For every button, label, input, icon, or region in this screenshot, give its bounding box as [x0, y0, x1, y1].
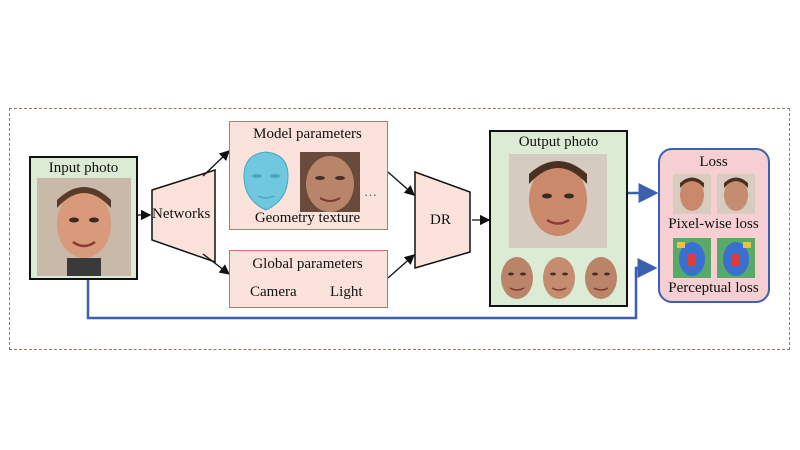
output-face-render-left	[501, 257, 533, 299]
dr-label: DR	[430, 212, 451, 228]
loss-box: Loss Pixel-wise loss Perceptual loss	[658, 148, 770, 303]
light-label: Light	[330, 284, 363, 300]
output-face-image	[509, 154, 607, 248]
input-photo-box: Input photo	[29, 156, 138, 280]
pixel-wise-loss-label: Pixel-wise loss	[668, 216, 759, 232]
arrow-global-to-dr	[387, 254, 415, 279]
input-photo-title: Input photo	[48, 160, 119, 176]
output-photo-title: Output photo	[518, 134, 599, 150]
dashed-frame	[9, 108, 790, 350]
arrow-model-to-dr	[387, 171, 415, 196]
perceptual-loss-map-1	[673, 238, 711, 278]
model-parameters-subtitle: Geometry texture	[254, 210, 361, 226]
output-photo-box: Output photo	[489, 130, 628, 307]
global-parameters-box: Global parameters Camera Light	[229, 250, 388, 308]
arrow-networks-to-model	[202, 150, 230, 177]
loss-title: Loss	[699, 154, 728, 170]
model-parameters-ellipsis: …	[364, 184, 377, 199]
arrow-input-to-loss	[86, 258, 658, 320]
networks-label: Networks	[152, 206, 211, 222]
geometry-mesh-icon	[243, 151, 289, 211]
model-parameters-box: Model parameters … Geometry texture	[229, 121, 388, 230]
texture-face-image	[300, 152, 360, 212]
input-face-image	[37, 178, 131, 276]
camera-label: Camera	[250, 284, 297, 300]
pixel-loss-face-1	[673, 174, 711, 214]
pixel-loss-face-2	[717, 174, 755, 214]
dr-block	[414, 170, 471, 269]
arrow-networks-to-global	[202, 253, 231, 275]
networks-block	[151, 168, 216, 264]
output-face-render-front	[543, 257, 575, 299]
perceptual-loss-map-2	[717, 238, 755, 278]
global-parameters-title: Global parameters	[252, 256, 363, 272]
output-face-render-right	[585, 257, 617, 299]
perceptual-loss-label: Perceptual loss	[668, 280, 759, 296]
model-parameters-title: Model parameters	[253, 126, 362, 142]
